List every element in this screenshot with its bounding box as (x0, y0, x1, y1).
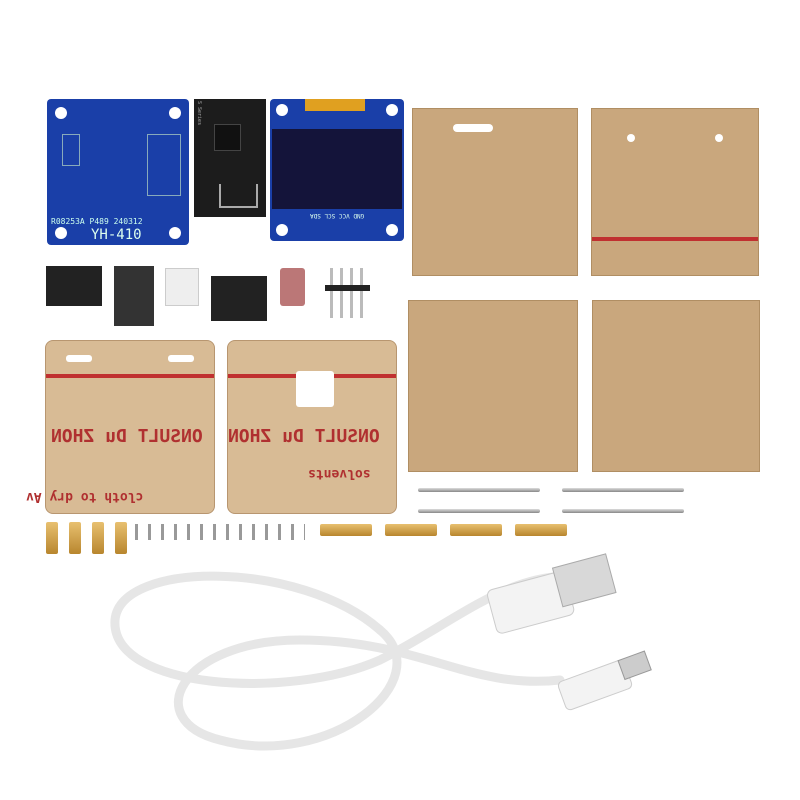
case-panel (408, 300, 578, 472)
pcb-model: YH-410 (91, 227, 142, 243)
screw (562, 509, 684, 513)
standoff (320, 524, 372, 536)
standoff (46, 522, 58, 554)
standoff (92, 522, 104, 554)
header-connector (46, 266, 102, 306)
esp-module: S Series (194, 99, 266, 217)
standoff (515, 524, 567, 536)
case-panel-labeled: ONSULT Du ZHON solvents (227, 340, 397, 514)
standoff (69, 522, 81, 554)
female-header (211, 276, 267, 321)
screw (418, 509, 540, 513)
screw (562, 488, 684, 492)
case-panel-labeled: ONSULT Du ZHON cloth to dry Av (26, 340, 215, 514)
screw (418, 488, 540, 492)
standoff (385, 524, 437, 536)
case-panel (412, 108, 578, 276)
case-panel (591, 108, 759, 276)
pin-header (325, 285, 370, 291)
standoff (450, 524, 502, 536)
usb-a-metal (551, 553, 617, 608)
standoff (115, 522, 127, 554)
power-connector (114, 266, 154, 326)
case-panel (592, 300, 760, 472)
white-connector (165, 268, 199, 306)
pcb-code: R08253A P489 240312 (51, 217, 143, 226)
usb-c-port (280, 268, 305, 306)
esp-label: S Series (196, 101, 202, 126)
main-pcb: R08253A P489 240312 YH-410 (47, 99, 189, 245)
small-screws (135, 524, 305, 540)
oled-display: GND VCC SCL SDA (270, 99, 404, 241)
